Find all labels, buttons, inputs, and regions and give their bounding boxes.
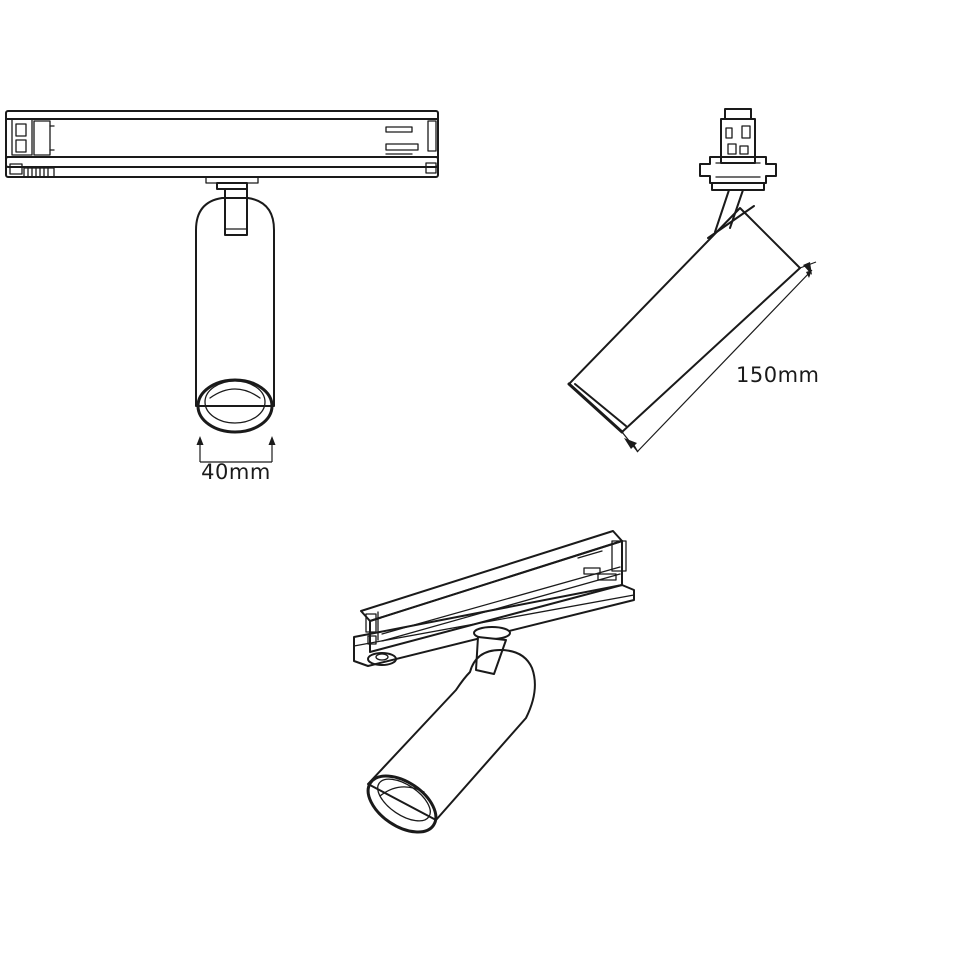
diameter-dimension: 40mm — [196, 436, 276, 484]
front-track-adapter — [5, 110, 439, 178]
front-view: 40mm — [5, 110, 439, 484]
iso-track-adapter — [353, 530, 635, 667]
front-right-connector — [385, 120, 437, 174]
iso-stem — [473, 626, 511, 675]
isometric-view — [353, 530, 635, 834]
front-left-connector — [9, 118, 55, 178]
side-view: 150mm — [567, 108, 820, 453]
front-stem — [205, 176, 259, 236]
side-stem — [714, 189, 744, 233]
length-label: 150mm — [736, 363, 820, 387]
diameter-label: 40mm — [201, 460, 271, 484]
iso-cylinder — [366, 649, 536, 834]
front-cylinder — [195, 197, 275, 434]
side-track-adapter — [699, 108, 777, 191]
length-dimension: 150mm — [621, 261, 820, 453]
